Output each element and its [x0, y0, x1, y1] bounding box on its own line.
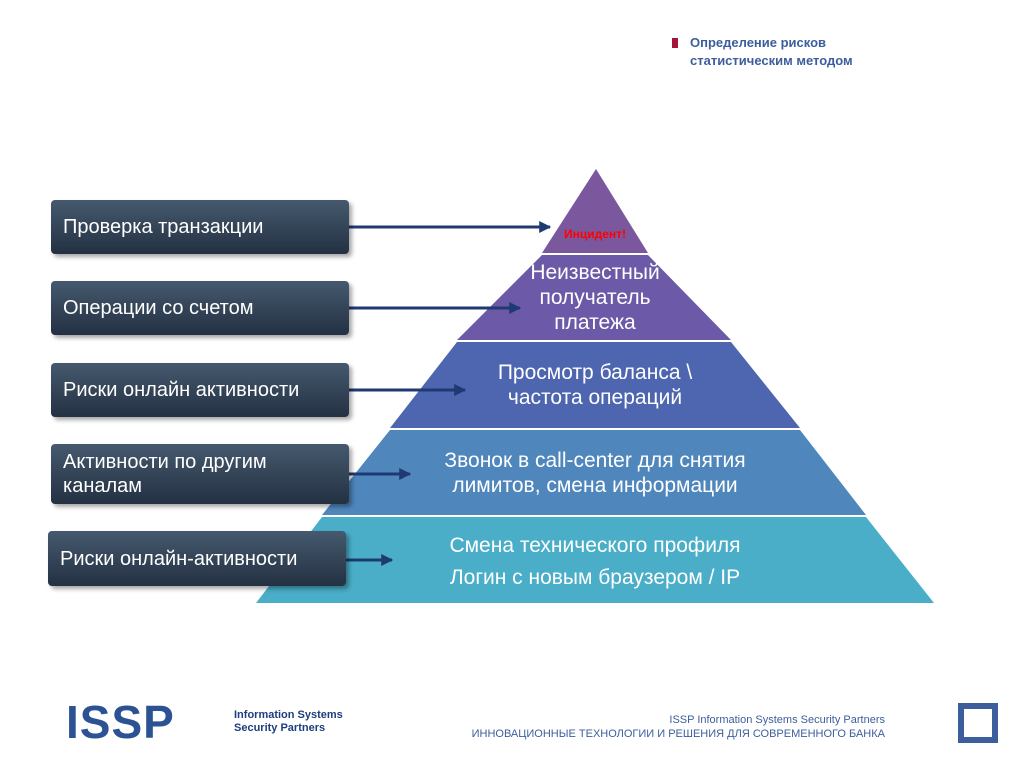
- title-bullet: [672, 38, 678, 48]
- box-other-channel-activity: Активности по другим каналам: [51, 444, 349, 504]
- footer-company: ISSP Information Systems Security Partne…: [669, 714, 885, 726]
- tier3-text: Просмотр баланса \ частота операций: [497, 361, 693, 409]
- title-line-2: статистическим методом: [690, 53, 853, 68]
- pyramid-tier-balance-view: [390, 342, 800, 428]
- incident-label: Инцидент!: [563, 227, 627, 241]
- box-online-activity-risks-2: Риски онлайн-активности: [48, 531, 346, 586]
- title-line-1: Определение рисков: [690, 35, 827, 50]
- pyramid-tier-profile-change: [256, 517, 934, 603]
- tier2-text: Неизвестный получатель платежа: [530, 261, 660, 334]
- box-account-operations: Операции со счетом: [51, 281, 349, 335]
- box-online-activity-risks: Риски онлайн активности: [51, 363, 349, 417]
- logo-subtitle: Information Systems Security Partners: [234, 709, 343, 734]
- footer-tagline: ИННОВАЦИОННЫЕ ТЕХНОЛОГИИ И РЕШЕНИЯ ДЛЯ С…: [471, 728, 885, 740]
- issp-logo: ISSP: [66, 696, 175, 748]
- tier5-text: Смена технического профиля Логин с новым…: [449, 534, 741, 589]
- square-icon: [958, 703, 998, 743]
- box-transaction-check: Проверка транзакции: [51, 200, 349, 254]
- tier4-text: Звонок в call-center для снятия лимитов,…: [444, 449, 746, 497]
- pyramid-tier-call-center: [322, 430, 866, 515]
- pyramid-tier-incident: [542, 169, 648, 253]
- pyramid-tier-unknown-recipient: [457, 255, 731, 340]
